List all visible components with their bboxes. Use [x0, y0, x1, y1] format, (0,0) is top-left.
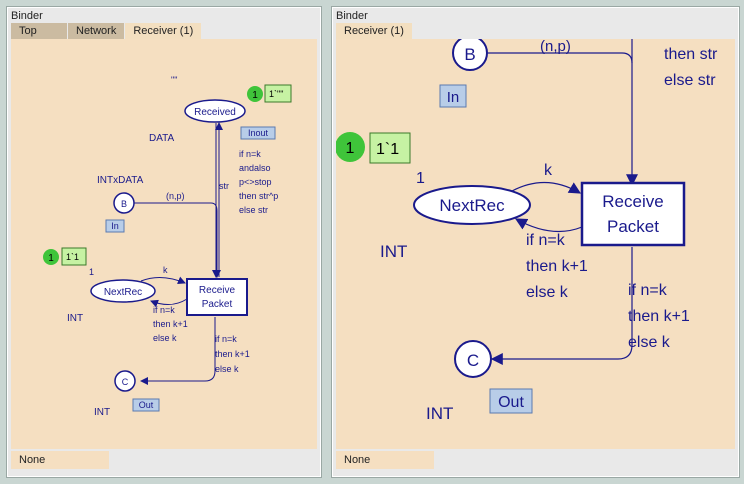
svg-text:else k: else k: [215, 364, 239, 374]
svg-text:then k+1: then k+1: [628, 308, 690, 325]
svg-text:else k: else k: [526, 284, 569, 301]
receive-packet-transition[interactable]: Receive Packet: [580, 181, 686, 247]
nextrec-token-count: [43, 249, 59, 265]
svg-text:andalso: andalso: [239, 163, 271, 173]
svg-text:if n=k: if n=k: [215, 334, 237, 344]
arc-str-label: str: [219, 181, 229, 191]
b-port-tag: [105, 219, 125, 233]
svg-text:if n=k: if n=k: [526, 232, 566, 249]
arc-transition-to-c[interactable]: [490, 247, 633, 365]
arc-transition-to-c[interactable]: [140, 317, 216, 385]
svg-text:B: B: [121, 199, 127, 209]
tab-receiver[interactable]: Receiver (1): [125, 23, 202, 39]
svg-text:Packet: Packet: [607, 217, 659, 236]
received-marking-box: [264, 84, 292, 103]
nextrec-marking-box: [61, 247, 87, 266]
b-place[interactable]: B: [113, 192, 135, 214]
nextrec-initial: 1: [89, 267, 94, 277]
tab-receiver[interactable]: Receiver (1): [336, 23, 412, 39]
right-tab-bar: Receiver (1): [336, 23, 413, 39]
nextrec-token-count: [336, 132, 365, 162]
svg-text:p<>stop: p<>stop: [239, 177, 272, 187]
svg-text:if n=k: if n=k: [239, 149, 261, 159]
svg-text:In: In: [111, 221, 119, 231]
tab-top[interactable]: Top: [11, 23, 67, 39]
svg-text:B: B: [464, 45, 475, 64]
left-binder: Binder Top Network Receiver (1) "" Recei…: [6, 6, 322, 478]
b-port-tag: [439, 84, 467, 108]
svg-text:then str^p: then str^p: [239, 191, 278, 201]
svg-text:then k+1: then k+1: [215, 349, 250, 359]
left-net-diagram[interactable]: "" Received 1 1`"" DATA Inout INTxDATA B…: [11, 39, 317, 449]
svg-text:1: 1: [346, 140, 355, 157]
svg-text:NextRec: NextRec: [439, 196, 505, 215]
received-initial-marking: "": [171, 75, 177, 85]
arc-b-to-transition[interactable]: [488, 52, 638, 187]
svg-text:k: k: [544, 162, 553, 179]
nextrec-place[interactable]: NextRec: [90, 279, 156, 303]
svg-text:k: k: [163, 265, 168, 275]
c-colorset: INT: [426, 404, 453, 423]
svg-text:In: In: [447, 89, 460, 106]
svg-text:C: C: [122, 377, 129, 387]
tab-network[interactable]: Network: [68, 23, 125, 39]
b-place[interactable]: B: [452, 39, 488, 71]
nextrec-marking: 1`1: [66, 252, 79, 262]
b-colorset: INTxDATA: [97, 175, 144, 186]
c-colorset: INT: [94, 407, 110, 418]
svg-text:else str: else str: [664, 72, 716, 89]
svg-text:Receive: Receive: [199, 285, 236, 296]
right-net-diagram[interactable]: B In (n,p) then str else str Receive Pac…: [336, 39, 735, 449]
right-binder: Binder Receiver (1) B In (n,p) then str …: [331, 6, 740, 478]
received-place[interactable]: Received: [184, 99, 246, 123]
received-colorset: DATA: [149, 133, 175, 144]
nextrec-colorset: INT: [380, 242, 407, 261]
svg-text:if n=k: if n=k: [153, 305, 175, 315]
svg-text:if n=k: if n=k: [628, 282, 668, 299]
nextrec-marking-box: [369, 132, 411, 164]
left-tab-bar: Top Network Receiver (1): [11, 23, 202, 39]
svg-text:then str: then str: [664, 46, 718, 63]
svg-text:Packet: Packet: [202, 299, 233, 310]
nextrec-initial: 1: [416, 170, 425, 187]
svg-text:then k+1: then k+1: [526, 258, 588, 275]
svg-text:1: 1: [48, 253, 54, 264]
svg-text:1: 1: [252, 90, 258, 101]
svg-text:Out: Out: [498, 394, 524, 411]
svg-text:else str: else str: [239, 205, 268, 215]
arc-b-to-transition[interactable]: [134, 202, 221, 278]
received-port-tag: [240, 126, 276, 140]
svg-text:Inout: Inout: [248, 128, 269, 138]
nextrec-place[interactable]: NextRec: [413, 185, 531, 225]
binder-title: Binder: [336, 10, 368, 22]
c-port-tag: [132, 398, 160, 412]
svg-text:C: C: [467, 351, 479, 370]
binder-title: Binder: [11, 10, 43, 22]
svg-text:else k: else k: [153, 333, 177, 343]
nextrec-colorset: INT: [67, 313, 83, 324]
left-status-bar: None: [11, 451, 109, 469]
svg-text:else k: else k: [628, 334, 671, 351]
arc-transition-to-nextrec[interactable]: [150, 298, 188, 308]
arc-transition-to-nextrec[interactable]: [514, 218, 583, 233]
c-port-tag: [489, 388, 533, 414]
right-status-bar: None: [336, 451, 434, 469]
receive-packet-transition[interactable]: Receive Packet: [186, 278, 248, 316]
svg-text:(n,p): (n,p): [166, 191, 185, 201]
svg-text:then k+1: then k+1: [153, 319, 188, 329]
left-canvas[interactable]: "" Received 1 1`"" DATA Inout INTxDATA B…: [11, 39, 317, 449]
received-marking: 1`"": [269, 89, 283, 99]
nextrec-marking: 1`1: [376, 141, 399, 158]
c-place[interactable]: C: [454, 340, 492, 378]
received-token-count: [247, 86, 263, 102]
arc-nextrec-to-transition[interactable]: [140, 276, 186, 285]
svg-text:Receive: Receive: [602, 192, 663, 211]
svg-text:(n,p): (n,p): [540, 39, 571, 55]
arc-nextrec-to-transition[interactable]: [511, 181, 582, 194]
svg-text:NextRec: NextRec: [104, 287, 142, 298]
c-place[interactable]: C: [114, 370, 136, 392]
received-label: Received: [194, 107, 236, 118]
svg-text:Out: Out: [139, 400, 154, 410]
right-canvas[interactable]: B In (n,p) then str else str Receive Pac…: [336, 39, 735, 449]
